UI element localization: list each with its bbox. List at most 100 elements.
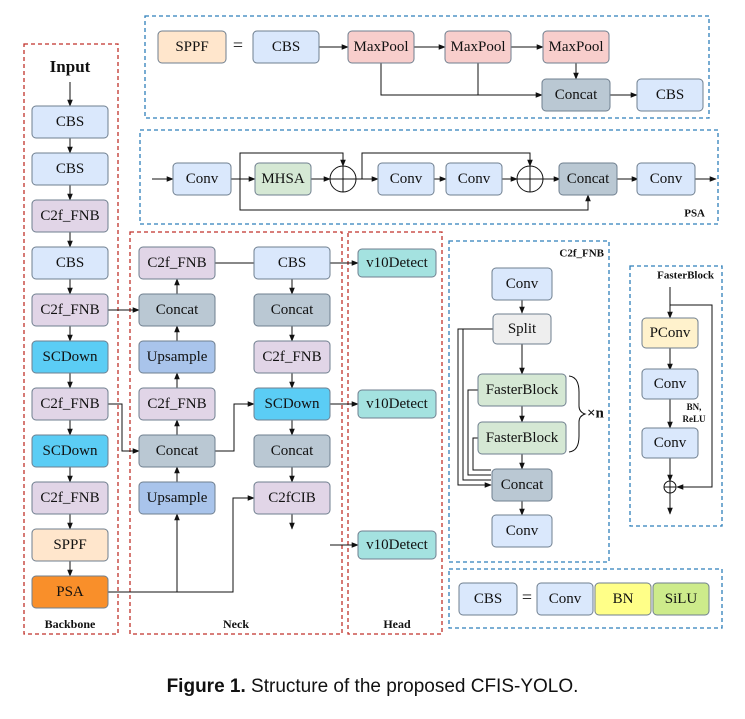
sppf-def-concat: Concat bbox=[541, 78, 611, 112]
sppf-def-maxpool-1-label: MaxPool bbox=[353, 39, 408, 55]
backbone-11-psa: PSA bbox=[31, 575, 109, 609]
backbone-9-c2f-fnb-shape bbox=[31, 481, 109, 515]
backbone-5-c2f-fnb: C2f_FNB bbox=[31, 293, 109, 327]
neck-right-1-cbs-shape bbox=[253, 246, 331, 280]
cbs-equals: = bbox=[522, 587, 532, 607]
neck-left-1-c2f-fnb-shape bbox=[138, 246, 216, 280]
sppf-def-maxpool-2-shape bbox=[444, 30, 512, 64]
bn-relu-label-2: ReLU bbox=[683, 414, 706, 424]
faster-def-pconv: PConv bbox=[641, 317, 699, 349]
backbone-9-c2f-fnb-label: C2f_FNB bbox=[40, 490, 99, 506]
neck-left-1-c2f-fnb: C2f_FNB bbox=[138, 246, 216, 280]
c2f-def-conv-in-shape bbox=[491, 267, 553, 301]
neck-right-5-concat: Concat bbox=[253, 434, 331, 468]
sppf-def-maxpool-2: MaxPool bbox=[444, 30, 512, 64]
sppf-def-maxpool-2-label: MaxPool bbox=[450, 39, 505, 55]
head-2-v10detect-label: v10Detect bbox=[366, 396, 428, 412]
connector-49 bbox=[239, 179, 591, 211]
cbs-frame bbox=[448, 568, 723, 629]
neck-left-2-concat-label: Concat bbox=[156, 302, 199, 318]
psa-def-conv-4: Conv bbox=[636, 162, 696, 196]
psa-def-conv-1: Conv bbox=[172, 162, 232, 196]
c2f-def-fasterblock-1-shape bbox=[477, 373, 567, 407]
c2f-def-conv-out-label: Conv bbox=[506, 523, 539, 539]
neck-right-2-concat-label: Concat bbox=[271, 302, 314, 318]
cbs-def-conv-label: Conv bbox=[549, 591, 582, 607]
neck-right-6-c2fcib-label: C2fCIB bbox=[268, 490, 316, 506]
head-1-v10detect-label: v10Detect bbox=[366, 255, 428, 271]
neck-right-4-scdown-label: SCDown bbox=[264, 396, 320, 412]
c2f-def-conv-out-shape bbox=[491, 514, 553, 548]
c2f-fnb-frame bbox=[448, 240, 610, 563]
cbs-def-cbs-shape bbox=[458, 582, 518, 616]
neck-right-1-cbs-label: CBS bbox=[278, 255, 306, 271]
c2f-def-split-shape bbox=[492, 313, 552, 345]
backbone-2-cbs-label: CBS bbox=[56, 161, 84, 177]
cbs-def-silu-shape bbox=[652, 582, 710, 616]
psa-def-conv-3-label: Conv bbox=[458, 171, 491, 187]
connector-48 bbox=[361, 152, 533, 179]
input-label: Input bbox=[50, 57, 91, 76]
connector-35 bbox=[380, 63, 543, 98]
head-label: Head bbox=[383, 617, 411, 631]
sppf-def-maxpool-1: MaxPool bbox=[347, 30, 415, 64]
psa-def-conv-3-shape bbox=[445, 162, 503, 196]
c2f-def-conv-out: Conv bbox=[491, 514, 553, 548]
faster-def-conv-2-label: Conv bbox=[654, 435, 687, 451]
psa-def-conv-2: Conv bbox=[377, 162, 435, 196]
backbone-11-psa-label: PSA bbox=[56, 584, 84, 600]
backbone-frame bbox=[23, 43, 119, 635]
c2f-def-fasterblock-2-shape bbox=[477, 421, 567, 455]
sppf-def-concat-label: Concat bbox=[555, 87, 598, 103]
backbone-7-c2f-fnb-shape bbox=[31, 387, 109, 421]
backbone-4-cbs-label: CBS bbox=[56, 255, 84, 271]
bn-relu-label-1: BN, bbox=[687, 402, 702, 412]
c2f-def-split-label: Split bbox=[508, 321, 537, 337]
head-1-v10detect: v10Detect bbox=[357, 248, 437, 278]
psa-def-conv-2-shape bbox=[377, 162, 435, 196]
c2f-def-concat-shape bbox=[491, 468, 553, 502]
head-2-v10detect-shape bbox=[357, 389, 437, 419]
backbone-2-cbs: CBS bbox=[31, 152, 109, 186]
cbs-def-bn-shape bbox=[594, 582, 652, 616]
neck-left-3-upsample: Upsample bbox=[138, 340, 216, 374]
psa-def-conv-1-shape bbox=[172, 162, 232, 196]
backbone-label: Backbone bbox=[45, 617, 96, 631]
fasterblock-title: FasterBlock bbox=[657, 270, 715, 282]
neck-right-6-c2fcib-shape bbox=[253, 481, 331, 515]
c2f-fnb-title: C2f_FNB bbox=[559, 248, 604, 260]
backbone-10-sppf-label: SPPF bbox=[53, 537, 86, 553]
neck-frame bbox=[129, 231, 343, 635]
neck-right-6-c2fcib: C2fCIB bbox=[253, 481, 331, 515]
psa-def-concat: Concat bbox=[558, 162, 618, 196]
connector-lines bbox=[67, 44, 717, 593]
backbone-7-c2f-fnb-label: C2f_FNB bbox=[40, 396, 99, 412]
c2f-def-fasterblock-2-label: FasterBlock bbox=[486, 430, 559, 446]
psa-def-conv-1-label: Conv bbox=[186, 171, 219, 187]
neck-left-2-concat-shape bbox=[138, 293, 216, 327]
neck-left-5-concat-label: Concat bbox=[156, 443, 199, 459]
c2f-def-split: Split bbox=[492, 313, 552, 345]
backbone-2-cbs-shape bbox=[31, 152, 109, 186]
psa-def-mhsa: MHSA bbox=[254, 162, 312, 196]
psa-def-concat-label: Concat bbox=[567, 171, 610, 187]
faster-def-conv-2: Conv bbox=[641, 427, 699, 459]
backbone-3-c2f-fnb-shape bbox=[31, 199, 109, 233]
sppf-def-maxpool-3: MaxPool bbox=[542, 30, 610, 64]
connector-25 bbox=[215, 401, 255, 452]
backbone-4-cbs: CBS bbox=[31, 246, 109, 280]
caption-text: Structure of the proposed CFIS-YOLO. bbox=[251, 676, 579, 697]
neck-right-2-concat: Concat bbox=[253, 293, 331, 327]
c2f-def-conv-in: Conv bbox=[491, 267, 553, 301]
repeat-brace bbox=[568, 375, 587, 453]
sppf-def-sppf-label: SPPF bbox=[175, 39, 208, 55]
sppf-def-cbs-out-label: CBS bbox=[656, 87, 684, 103]
backbone-4-cbs-shape bbox=[31, 246, 109, 280]
cbs-def-conv-shape bbox=[536, 582, 594, 616]
cbs-def-conv: Conv bbox=[536, 582, 594, 616]
connector-47 bbox=[239, 152, 346, 179]
neck-left-4-c2f-fnb: C2f_FNB bbox=[138, 387, 216, 421]
neck-right-3-c2f-fnb-label: C2f_FNB bbox=[262, 349, 321, 365]
connector-57 bbox=[462, 328, 493, 481]
c2f-def-fasterblock-1-label: FasterBlock bbox=[486, 382, 559, 398]
